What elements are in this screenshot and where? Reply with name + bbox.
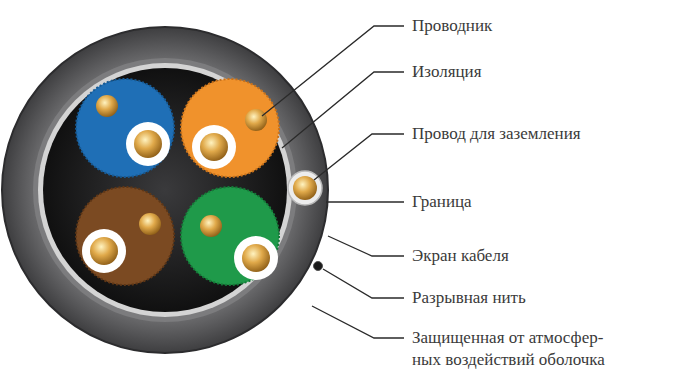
pair-brown [76, 187, 174, 285]
callout-label: Провод для заземления [412, 123, 581, 145]
leader-lines [262, 26, 404, 338]
pair-blue [76, 79, 174, 177]
callout-label: Граница [412, 191, 472, 213]
ground-conductor [293, 176, 317, 200]
core [43, 68, 287, 312]
rip-cord [314, 262, 323, 271]
callout-label: Защищенная от атмосфер-ных воздействий о… [412, 327, 605, 371]
callout-label: Экран кабеля [412, 245, 509, 267]
pair-orange [181, 79, 279, 177]
jacket [2, 27, 328, 353]
callout-label: Проводник [412, 15, 492, 37]
callout-label: Разрывная нить [412, 287, 526, 309]
ground-wire [288, 171, 322, 205]
callout-label: Изоляция [412, 61, 482, 83]
boundary [38, 63, 292, 317]
pair-green [181, 187, 279, 285]
shield [33, 58, 297, 322]
